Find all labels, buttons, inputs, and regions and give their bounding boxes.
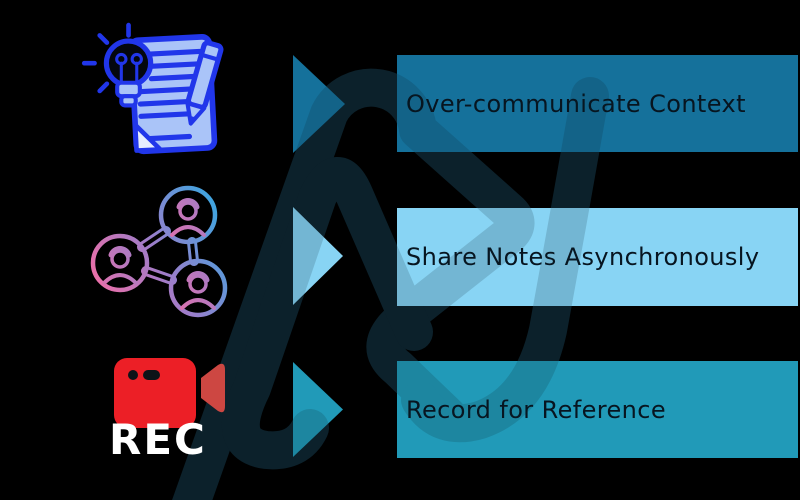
step-label-2: Share Notes Asynchronously (406, 243, 760, 271)
step-bar-2: Share Notes Asynchronously (397, 208, 798, 306)
bulb-rays (81, 22, 131, 94)
network-links (137, 226, 199, 285)
idea-note-icon (81, 22, 224, 155)
step-arrow-2 (293, 207, 343, 305)
person-circle-left (90, 233, 150, 293)
step-arrow-3 (293, 362, 343, 457)
camera-slot (143, 370, 160, 380)
camera-lens (201, 363, 225, 413)
step-label-1: Over-communicate Context (406, 89, 746, 118)
people-network-icon (90, 185, 228, 318)
step-bar-1: Over-communicate Context (397, 55, 798, 152)
lightbulb (81, 22, 154, 108)
step-arrow-1 (293, 55, 345, 153)
rec-label: REC (109, 415, 207, 464)
step-label-3: Record for Reference (406, 395, 667, 424)
person-circle-bottom (168, 258, 228, 318)
step-bar-3: Record for Reference (397, 361, 798, 458)
person-circle-top (158, 185, 218, 245)
camera-dot (128, 370, 138, 380)
